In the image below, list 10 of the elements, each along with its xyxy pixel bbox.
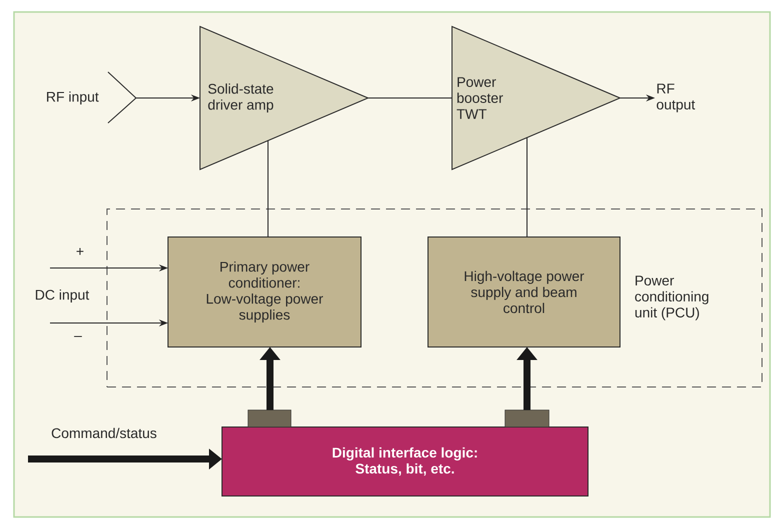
connector-line: [526, 138, 528, 238]
process-box: Primary power conditioner: Low-voltage power supplies: [168, 236, 362, 348]
text-label: RF input: [47, 91, 99, 105]
logic-box: Digital interface logic: Status, bit, etc.: [222, 426, 588, 496]
edge-label: Command/status: [52, 428, 156, 438]
text-label: DC input: [36, 289, 90, 303]
process-box: High-voltage power supply and beam control: [428, 236, 620, 348]
edge-label: +: [76, 248, 84, 255]
edge-label: –: [74, 336, 82, 337]
text-label: RF output: [656, 84, 696, 112]
